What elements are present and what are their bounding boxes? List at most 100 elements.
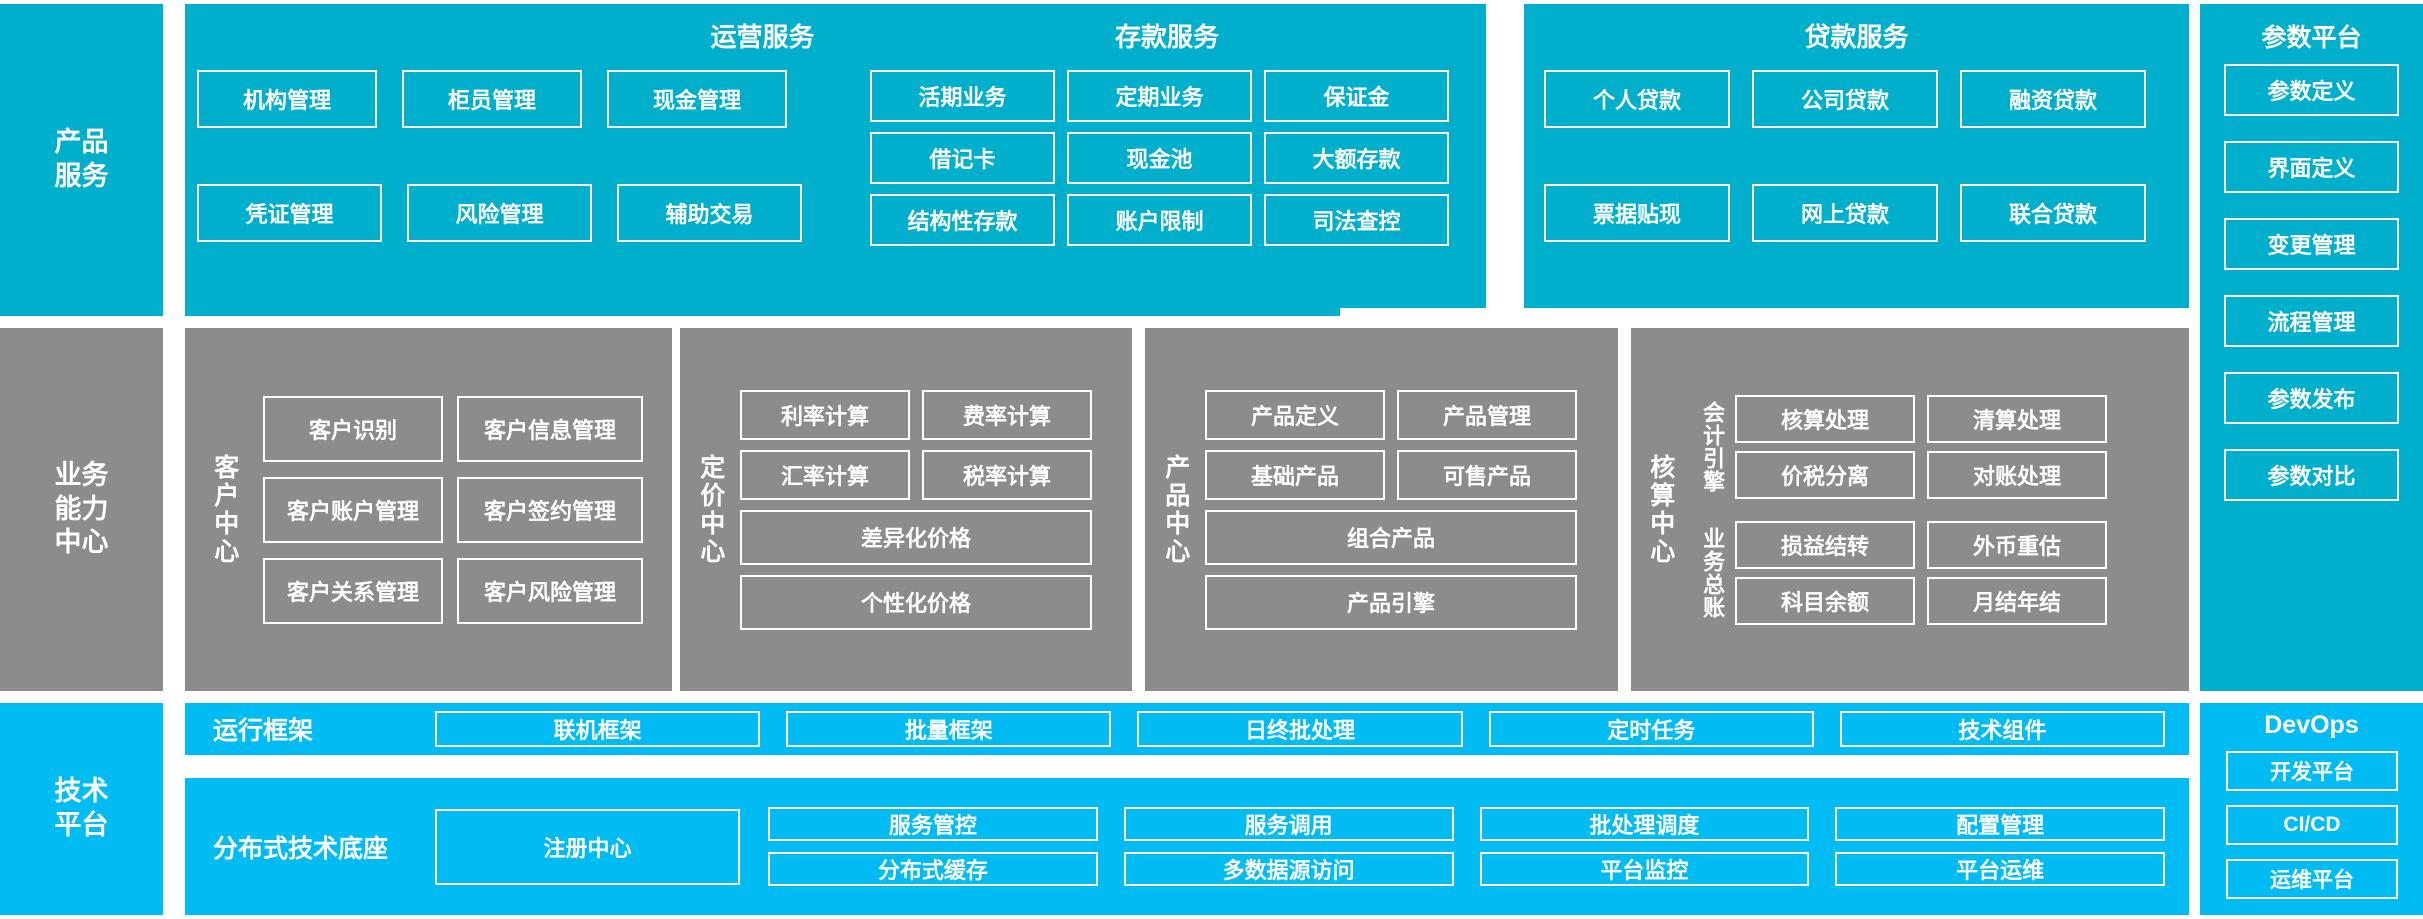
column-parameter-platform: 参数平台 参数定义 界面定义 变更管理 流程管理 参数发布 参数对比: [2200, 4, 2423, 691]
column-title-parameter-platform: 参数平台: [2261, 24, 2362, 52]
tech-card[interactable]: 服务调用: [1123, 807, 1454, 841]
capability-centers-row: 业务 能力 中心 客户中心 客户识别 客户信息管理 客户账户管理 客户签约管理 …: [0, 328, 2423, 691]
capability-card-wide[interactable]: 组合产品: [1205, 509, 1577, 565]
parameter-platform-item[interactable]: 参数发布: [2224, 372, 2399, 424]
capability-card[interactable]: 核算处理: [1735, 394, 1915, 443]
service-card[interactable]: 机构管理: [197, 70, 377, 128]
center-label-accounting: 核算中心: [1646, 453, 1675, 566]
service-card[interactable]: 活期业务: [870, 70, 1055, 122]
center-label-customer: 客户中心: [210, 453, 239, 566]
tech-row-label-runtime-framework: 运行框架: [213, 717, 314, 745]
service-card[interactable]: 风险管理: [407, 184, 592, 242]
capability-card[interactable]: 税率计算: [922, 449, 1092, 500]
capability-card-wide[interactable]: 差异化价格: [740, 509, 1092, 565]
panel-title-deposit-services: 存款服务: [1114, 22, 1219, 52]
service-card[interactable]: 现金管理: [607, 70, 787, 128]
service-card[interactable]: 结构性存款: [870, 194, 1055, 246]
devops-item[interactable]: CI/CD: [2226, 805, 2398, 845]
parameter-platform-item[interactable]: 流程管理: [2224, 295, 2399, 347]
parameter-platform-item[interactable]: 变更管理: [2224, 218, 2399, 270]
capability-card[interactable]: 客户账户管理: [263, 476, 443, 543]
capability-card-wide[interactable]: 产品引擎: [1205, 574, 1577, 630]
capability-card[interactable]: 科目余额: [1735, 576, 1915, 625]
capability-card[interactable]: 价税分离: [1735, 450, 1915, 499]
tech-card[interactable]: 联机框架: [435, 711, 761, 747]
panel-title-operations-services: 运营服务: [710, 22, 815, 52]
capability-card[interactable]: 损益结转: [1735, 520, 1915, 569]
layer-label-line-1: 技术: [54, 776, 109, 807]
service-card[interactable]: 联合贷款: [1960, 184, 2146, 242]
tech-card-registry[interactable]: 注册中心: [435, 808, 740, 885]
layer-label-line-3: 中心: [54, 527, 109, 558]
tech-row-label-distributed-base: 分布式技术底座: [213, 834, 389, 863]
service-card[interactable]: 凭证管理: [197, 184, 382, 242]
capability-card[interactable]: 利率计算: [740, 389, 910, 440]
tech-card[interactable]: 分布式缓存: [768, 852, 1098, 886]
tech-card[interactable]: 多数据源访问: [1123, 852, 1454, 886]
capability-card[interactable]: 可售产品: [1397, 449, 1577, 500]
capability-card[interactable]: 基础产品: [1205, 449, 1385, 500]
technical-platform-row: 技术 平台 运行框架 联机框架 批量框架 日终批处理 定时任务 技术组件 分布式…: [0, 703, 2423, 915]
service-card[interactable]: 账户限制: [1067, 194, 1252, 246]
capability-card[interactable]: 客户关系管理: [263, 557, 443, 624]
panel-title-loan-services: 贷款服务: [1804, 22, 1909, 52]
center-label-pricing: 定价中心: [696, 453, 725, 566]
layer-label-line-1: 业务: [54, 459, 109, 490]
capability-card[interactable]: 对账处理: [1927, 450, 2107, 499]
capability-card[interactable]: 客户签约管理: [457, 476, 643, 543]
capability-card[interactable]: 清算处理: [1927, 394, 2107, 443]
subgroup-general-ledger: 业务总账 损益结转 外币重估 科目余额 月结年结: [1689, 520, 2167, 625]
service-card[interactable]: 柜员管理: [402, 70, 582, 128]
devops-item[interactable]: 开发平台: [2226, 751, 2398, 791]
parameter-platform-item[interactable]: 参数对比: [2224, 449, 2399, 501]
layer-label-product-services: 产品 服务: [0, 4, 163, 316]
service-card[interactable]: 辅助交易: [617, 184, 802, 242]
service-card[interactable]: 借记卡: [870, 132, 1055, 184]
devops-item[interactable]: 运维平台: [2226, 859, 2398, 899]
tech-card[interactable]: 批处理调度: [1479, 807, 1810, 841]
center-customer: 客户中心 客户识别 客户信息管理 客户账户管理 客户签约管理 客户关系管理 客户…: [185, 328, 672, 691]
service-card[interactable]: 公司贷款: [1752, 70, 1938, 128]
tech-card[interactable]: 批量框架: [786, 711, 1112, 747]
service-card[interactable]: 大额存款: [1264, 132, 1449, 184]
parameter-platform-item[interactable]: 参数定义: [2224, 64, 2399, 116]
capability-card[interactable]: 外币重估: [1927, 520, 2107, 569]
tech-card[interactable]: 技术组件: [1839, 711, 2166, 747]
tech-card[interactable]: 平台运维: [1835, 852, 2165, 886]
capability-card[interactable]: 产品管理: [1397, 389, 1577, 440]
tech-card[interactable]: 服务管控: [768, 807, 1098, 841]
capability-card[interactable]: 费率计算: [922, 389, 1092, 440]
tech-card[interactable]: 配置管理: [1835, 807, 2165, 841]
layer-label-technical-platform: 技术 平台: [0, 703, 163, 915]
capability-card[interactable]: 汇率计算: [740, 449, 910, 500]
center-accounting: 核算中心 会计引擎 核算处理 清算处理 价税分离 对账处理 业务总账: [1631, 328, 2189, 691]
capability-card-wide[interactable]: 个性化价格: [740, 574, 1092, 630]
capability-card[interactable]: 客户识别: [263, 395, 443, 462]
layer-label-line-2: 能力: [54, 493, 109, 524]
service-card[interactable]: 融资贷款: [1960, 70, 2146, 128]
service-card[interactable]: 网上贷款: [1752, 184, 1938, 242]
column-title-devops: DevOps: [2264, 711, 2359, 739]
tech-card[interactable]: 平台监控: [1479, 852, 1810, 886]
layer-label-capability-centers: 业务 能力 中心: [0, 328, 163, 691]
capability-card[interactable]: 产品定义: [1205, 389, 1385, 440]
center-label-product: 产品中心: [1161, 453, 1190, 566]
service-card[interactable]: 定期业务: [1067, 70, 1252, 122]
service-card[interactable]: 司法查控: [1264, 194, 1449, 246]
tech-row-runtime-framework: 运行框架 联机框架 批量框架 日终批处理 定时任务 技术组件: [185, 703, 2189, 755]
parameter-platform-item[interactable]: 界面定义: [2224, 141, 2399, 193]
column-devops: DevOps 开发平台 CI/CD 运维平台: [2200, 703, 2423, 915]
capability-card[interactable]: 月结年结: [1927, 576, 2107, 625]
capability-card[interactable]: 客户风险管理: [457, 557, 643, 624]
tech-row-distributed-base: 分布式技术底座 注册中心 服务管控 服务调用 批处理调度 配置管理 分布式缓存 …: [185, 778, 2189, 915]
subgroup-label-accounting-engine: 会计引擎: [1700, 400, 1726, 493]
service-card[interactable]: 保证金: [1264, 70, 1449, 122]
tech-card[interactable]: 定时任务: [1488, 711, 1814, 747]
service-card[interactable]: 票据贴现: [1544, 184, 1730, 242]
center-product: 产品中心 产品定义 产品管理 基础产品 可售产品 组合产品 产品引擎: [1145, 328, 1618, 691]
service-card[interactable]: 个人贷款: [1544, 70, 1730, 128]
tech-card[interactable]: 日终批处理: [1137, 711, 1463, 747]
service-card[interactable]: 现金池: [1067, 132, 1252, 184]
capability-card[interactable]: 客户信息管理: [457, 395, 643, 462]
subgroup-accounting-engine: 会计引擎 核算处理 清算处理 价税分离 对账处理: [1689, 394, 2167, 499]
